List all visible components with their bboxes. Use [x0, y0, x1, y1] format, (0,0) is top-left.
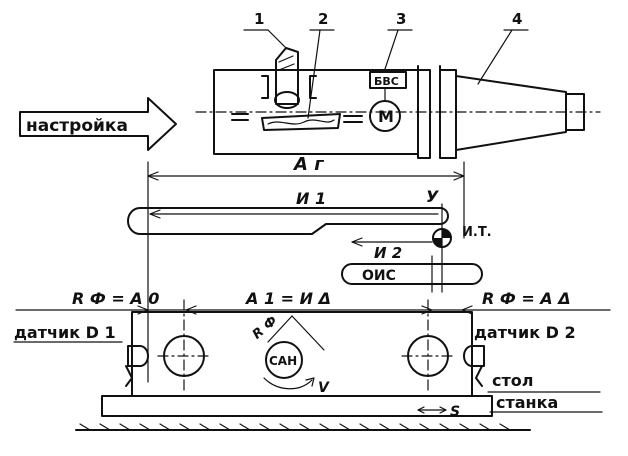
- tool-holder-assembly: [195, 29, 601, 159]
- leader-1: [267, 29, 287, 49]
- insert-seat: [274, 91, 300, 109]
- label-s: S: [450, 404, 460, 420]
- dim-r-phi: [267, 315, 293, 343]
- motor-label: М: [378, 107, 394, 126]
- sensor-lead-right: [343, 115, 363, 123]
- slot-i1: [127, 207, 449, 235]
- label-y: У: [426, 187, 439, 206]
- label-table: стол: [492, 371, 533, 390]
- leader-4: [477, 29, 513, 85]
- sensor-d2: [463, 345, 485, 367]
- leader-3: [383, 29, 399, 73]
- sensor-d1: [127, 345, 149, 367]
- callout-1: 1: [254, 10, 264, 28]
- label-sensor-d2: датчик D 2: [474, 323, 576, 342]
- label-r-phi: R Ф: [250, 313, 281, 342]
- label-a-g: А г: [292, 154, 324, 175]
- label-i1: И 1: [296, 189, 326, 208]
- cutter-hatch: [278, 55, 295, 71]
- taper-shank: [455, 75, 567, 151]
- label-can: САН: [269, 354, 297, 368]
- callout-2: 2: [318, 10, 328, 28]
- label-v: V: [318, 380, 330, 396]
- sensor-lead-left: [231, 113, 249, 121]
- leader-2: [307, 29, 321, 119]
- label-rf-ad: R Ф = А Δ: [482, 289, 571, 308]
- label-i2: И 2: [374, 244, 402, 262]
- label-rf-a0: R Ф = А 0: [72, 289, 159, 308]
- label-machine: станка: [496, 393, 558, 412]
- setup-arrow-label: настройка: [26, 116, 128, 136]
- bvs-label: БВС: [374, 75, 399, 88]
- callout-3: 3: [396, 10, 406, 28]
- setup-arrow: [19, 97, 177, 151]
- ground-hatch: [79, 423, 511, 431]
- label-it: И.Т.: [462, 225, 492, 240]
- slot-ois: [341, 263, 483, 285]
- rotation-arrow: [263, 377, 313, 390]
- label-ois: ОИС: [362, 268, 396, 284]
- callout-4: 4: [512, 10, 522, 28]
- label-a1-id: А 1 = И Δ: [244, 289, 331, 308]
- sensing-wave: [267, 119, 335, 125]
- machine-table: [101, 395, 493, 417]
- can-circle: [265, 341, 303, 379]
- label-sensor-d1: датчик D 1: [14, 323, 116, 342]
- sensing-element: [261, 113, 341, 131]
- bracket-left: [261, 75, 269, 99]
- cutter-insert: [275, 47, 299, 105]
- bvs-box: [369, 71, 407, 89]
- bracket-right: [309, 75, 317, 99]
